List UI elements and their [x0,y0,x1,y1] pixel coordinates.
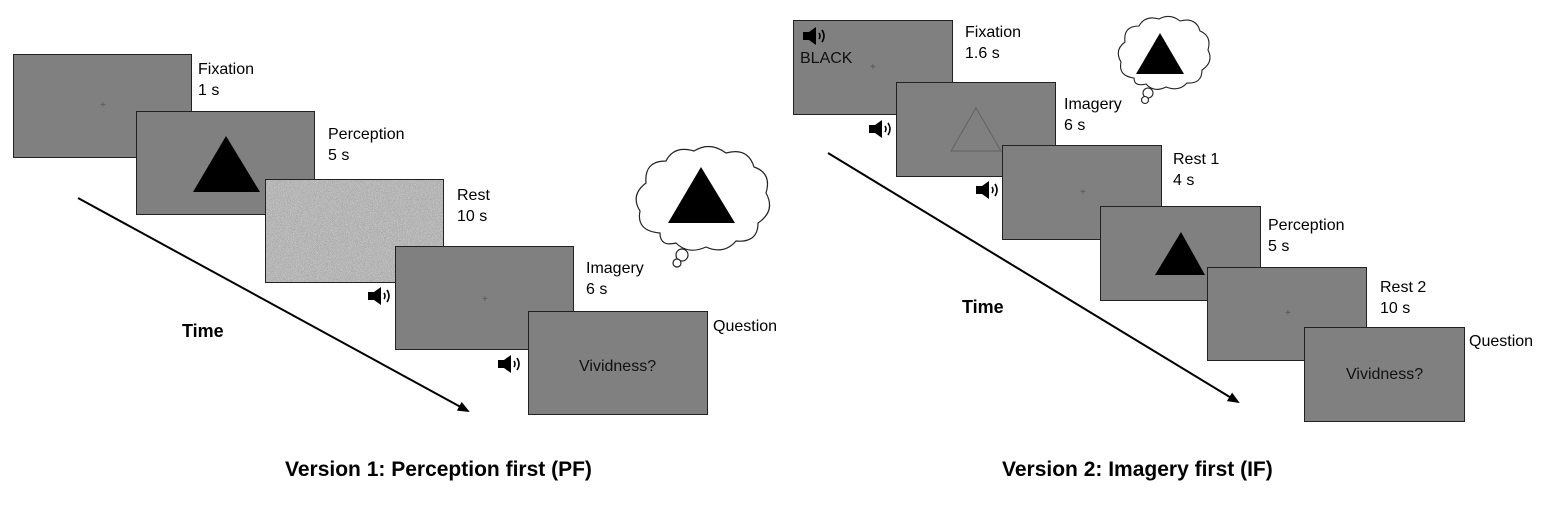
speaker-icon [869,120,891,138]
fixation-cross: + [100,100,106,111]
speaker-icon [498,355,520,373]
step-name: Question [713,318,778,335]
v2-rest1-label: Rest 1 4 s [1173,149,1219,191]
time-arrow [77,197,470,412]
step-duration: 1 s [198,82,220,99]
triangle-outline-stimulus [949,106,1003,152]
v1-perception-screen [136,111,315,215]
step-duration: 6 s [1064,117,1086,134]
step-duration: 4 s [1173,172,1195,189]
fixation-cross: + [1285,308,1291,319]
fixation-cross: + [870,62,876,73]
speaker-icon [803,27,825,45]
thought-bubble-icon [1117,15,1211,105]
speaker-icon [368,287,390,305]
step-name: Rest 2 [1380,279,1427,296]
step-duration: 6 s [586,281,608,298]
triangle-stimulus [193,136,260,192]
triangle-stimulus [1155,232,1205,275]
step-name: Rest 1 [1173,151,1220,168]
v2-imagery-label: Imagery 6 s [1064,94,1122,136]
v1-time-label: Time [182,321,224,341]
step-duration: 5 s [328,147,350,164]
v1-imagery-label: Imagery 6 s [586,258,644,300]
step-name: Imagery [586,260,644,277]
v1-caption: Version 1: Perception first (PF) [285,458,592,481]
v2-question-screen: Vividness? [1304,327,1465,422]
step-name: Question [1469,333,1534,350]
step-duration: 10 s [457,208,488,225]
step-duration: 10 s [1380,300,1411,317]
v1-rest-noise-screen [265,179,444,283]
v1-question-label: Question [713,316,777,337]
step-name: Rest [457,187,490,204]
step-name: Perception [1268,217,1345,234]
fixation-cross: + [1080,187,1086,198]
question-text: Vividness? [579,358,657,375]
v1-fixation-label: Fixation 1 s [198,59,254,101]
step-duration: 5 s [1268,238,1290,255]
v2-rest2-label: Rest 2 10 s [1380,277,1426,319]
v2-time-label: Time [962,297,1004,317]
v1-question-screen: Vividness? [528,311,708,415]
cue-word: BLACK [800,50,853,67]
step-name: Imagery [1064,96,1122,113]
thought-bubble-icon [635,145,771,268]
v2-fixation-label: Fixation 1.6 s [965,22,1021,64]
step-duration: 1.6 s [965,45,1000,62]
step-name: Perception [328,126,405,143]
v1-perception-label: Perception 5 s [328,124,405,166]
step-name: Fixation [198,61,255,78]
time-arrow [827,152,1240,404]
fixation-cross: + [482,294,488,305]
v1-rest-label: Rest 10 s [457,185,490,227]
v2-question-label: Question [1469,331,1533,352]
speaker-icon [976,181,998,199]
v2-caption: Version 2: Imagery first (IF) [1002,458,1273,481]
v2-perception-label: Perception 5 s [1268,215,1345,257]
step-name: Fixation [965,24,1022,41]
question-text: Vividness? [1346,366,1424,383]
